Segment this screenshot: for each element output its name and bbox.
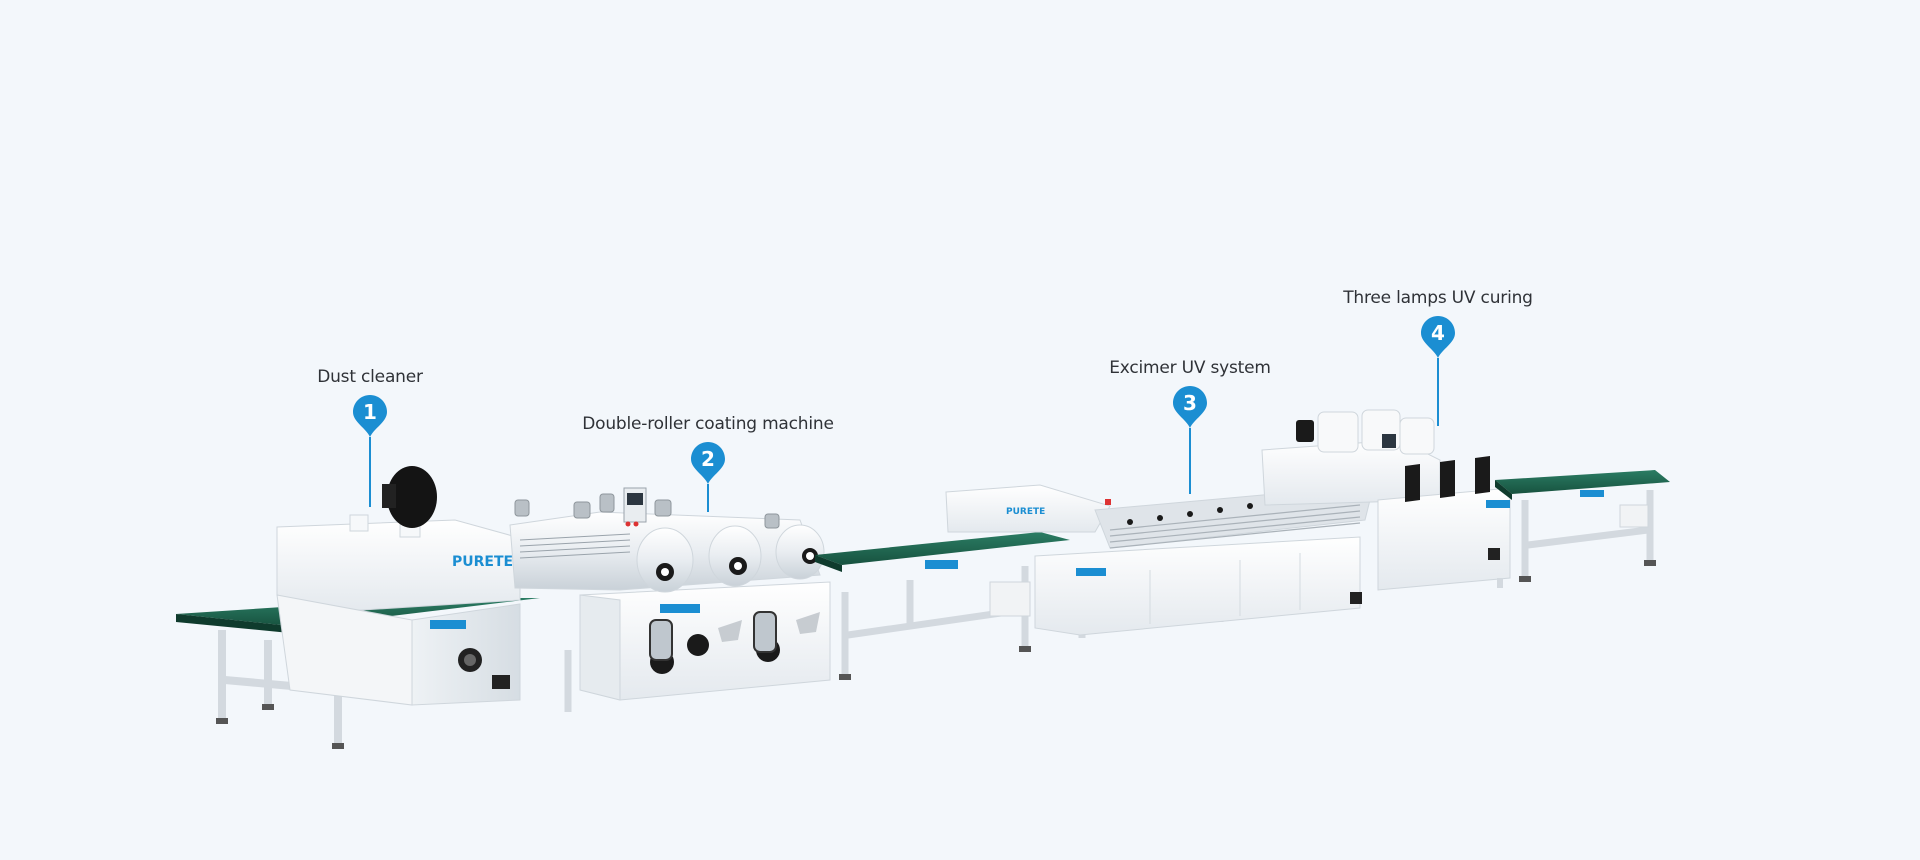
hotspot-three-lamps-uv-curing[interactable]: Three lamps UV curing 4 xyxy=(1288,288,1588,426)
pointer-line xyxy=(1189,428,1191,494)
hotspot-number: 1 xyxy=(363,400,377,424)
pointer-line xyxy=(369,437,371,507)
three-lamps-uv-curing xyxy=(1261,409,1511,591)
dust-cleaner-machine: PURETE xyxy=(176,466,540,749)
double-roller-coating-machine xyxy=(509,487,831,712)
map-pin-icon: 4 xyxy=(1421,316,1455,358)
map-pin-icon: 1 xyxy=(353,395,387,437)
brand-logo: PURETE xyxy=(452,554,513,570)
hotspot-excimer-uv-system[interactable]: Excimer UV system 3 xyxy=(1040,358,1340,494)
map-pin-icon: 3 xyxy=(1173,386,1207,428)
hotspot-number: 2 xyxy=(701,447,715,471)
pointer-line xyxy=(707,484,709,512)
hotspot-label: Dust cleaner xyxy=(317,367,423,387)
transfer-conveyor xyxy=(815,532,1070,680)
map-pin-icon: 2 xyxy=(691,442,725,484)
hotspot-double-roller-coating-machine[interactable]: Double-roller coating machine 2 xyxy=(558,414,858,512)
hotspot-number: 4 xyxy=(1431,321,1445,345)
hotspot-label: Three lamps UV curing xyxy=(1343,288,1533,308)
hotspot-dust-cleaner[interactable]: Dust cleaner 1 xyxy=(220,367,520,507)
pointer-line xyxy=(1437,358,1439,426)
outfeed-conveyor xyxy=(1495,470,1670,582)
hotspot-label: Excimer UV system xyxy=(1109,358,1271,378)
hotspot-label: Double-roller coating machine xyxy=(582,414,834,434)
hotspot-number: 3 xyxy=(1183,391,1197,415)
svg-text:PURETE: PURETE xyxy=(1006,507,1045,517)
